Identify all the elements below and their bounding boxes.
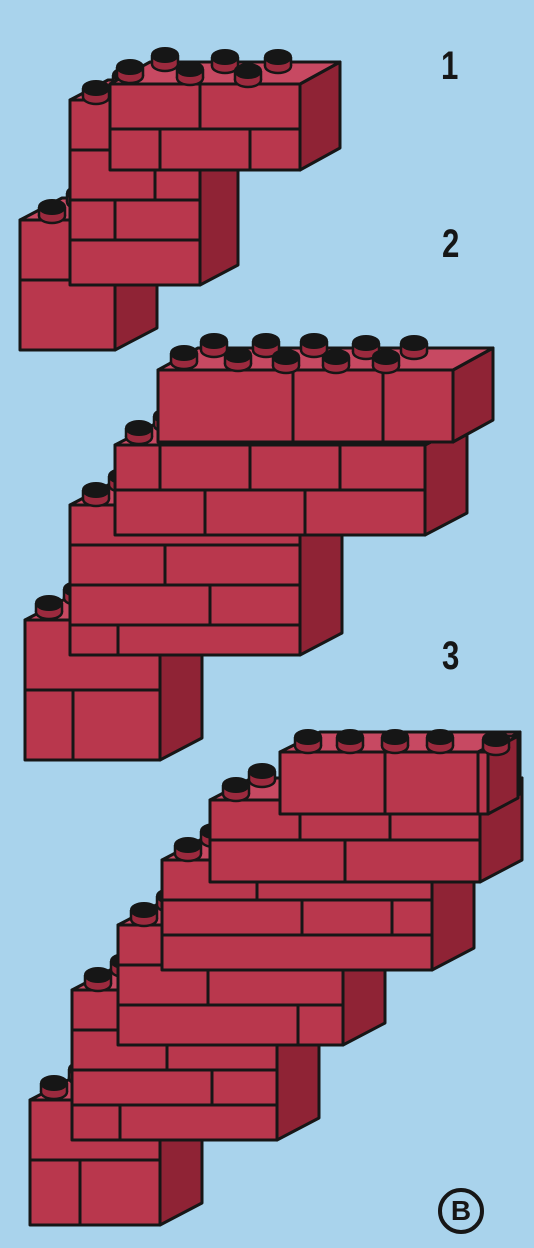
- stud: [83, 81, 109, 104]
- brick-front-face: [110, 84, 300, 170]
- stud: [41, 1076, 67, 1099]
- stud: [39, 200, 65, 223]
- stud: [85, 968, 111, 991]
- stud: [301, 334, 327, 357]
- stud: [382, 730, 408, 753]
- step2-brick-4: [158, 334, 493, 442]
- stud: [373, 350, 399, 373]
- stud: [131, 903, 157, 926]
- stud: [295, 730, 321, 753]
- stud: [265, 50, 291, 73]
- stud: [401, 336, 427, 359]
- stud: [225, 348, 251, 371]
- stud: [36, 596, 62, 619]
- stud: [171, 346, 197, 369]
- brick-front-face: [158, 370, 453, 442]
- step-1-number: 1: [441, 46, 458, 86]
- stud: [117, 60, 143, 83]
- stud: [323, 350, 349, 373]
- brick-front-face: [280, 752, 480, 814]
- stud: [249, 764, 275, 787]
- stud: [175, 838, 201, 861]
- stud: [235, 64, 261, 87]
- stud: [223, 778, 249, 801]
- brick-front-face: [478, 752, 488, 814]
- stud: [337, 730, 363, 753]
- stud: [201, 334, 227, 357]
- step3-brick-7: [478, 732, 518, 814]
- step-3-number: 3: [442, 636, 459, 676]
- stud: [152, 48, 178, 71]
- figure-badge: B: [438, 1188, 484, 1234]
- step1-top-brick: [110, 48, 340, 170]
- stud: [273, 350, 299, 373]
- stud: [212, 50, 238, 73]
- stud: [177, 62, 203, 85]
- stud: [483, 732, 509, 755]
- stud: [83, 483, 109, 506]
- step-2-number: 2: [442, 224, 459, 264]
- stud: [427, 730, 453, 753]
- stud: [126, 421, 152, 444]
